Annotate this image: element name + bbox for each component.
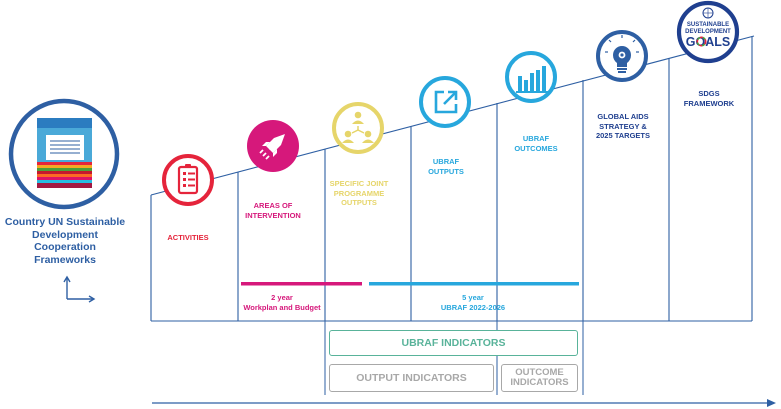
stage-label-ubraf-outputs: UBRAF OUTPUTS xyxy=(428,157,464,176)
sdg-line2: DEVELOPMENT xyxy=(685,29,731,35)
stage-label-areas: AREAS OF INTERVENTION xyxy=(245,201,301,220)
two-year-label-line1: 2 year xyxy=(271,293,293,302)
joint-circle xyxy=(332,102,384,154)
sdg-wheel-icon xyxy=(696,36,707,47)
two-year-label-line2: Workplan and Budget xyxy=(243,302,321,312)
outcome-indicators-line2: INDICATORS xyxy=(510,377,569,388)
five-year-label: 5 year UBRAF 2022-2026 xyxy=(423,293,523,312)
stage-label-sdgs: SDGS FRAMEWORK xyxy=(683,89,735,108)
corner-arrow-icon xyxy=(63,275,96,303)
sdg-line3: GOALS xyxy=(686,35,730,49)
output-indicators-box: OUTPUT INDICATORS xyxy=(329,364,494,392)
stage-label-activities: ACTIVITIES xyxy=(167,233,209,242)
timeline-arrow xyxy=(152,399,776,407)
two-year-label: 2 year Workplan and Budget xyxy=(232,293,332,312)
rocket-icon xyxy=(259,134,285,160)
stage-label-ubraf-outcomes: UBRAF OUTCOMES xyxy=(514,134,558,153)
people-network-icon xyxy=(342,111,374,143)
global-aids-circle xyxy=(596,30,648,82)
outcome-indicators-box: OUTCOME INDICATORS xyxy=(501,364,578,392)
five-year-label-line2: UBRAF 2022-2026 xyxy=(440,302,506,312)
sdg-line1: SUSTAINABLE xyxy=(687,22,729,28)
two-year-bar xyxy=(241,282,362,286)
lightbulb-gear-icon xyxy=(605,35,639,73)
cooperation-framework-title: Country UN Sustainable Development Coope… xyxy=(4,216,126,266)
ubraf-indicators-box: UBRAF INDICATORS xyxy=(329,330,578,356)
activities-circle xyxy=(162,154,214,206)
outcome-indicators-line1: OUTCOME xyxy=(515,366,564,378)
bar-chart-icon xyxy=(516,66,548,93)
cooperation-framework-circle xyxy=(8,98,120,210)
stage-label-joint: SPECIFIC JOINT PROGRAMME OUTPUTS xyxy=(329,179,389,207)
stage-label-global-aids: GLOBAL AIDS STRATEGY & 2025 TARGETS xyxy=(595,112,651,140)
un-emblem-icon xyxy=(702,7,714,19)
areas-circle xyxy=(247,120,299,172)
sdg-circle: SUSTAINABLE DEVELOPMENT GOALS xyxy=(676,0,740,64)
external-arrow-icon xyxy=(434,90,458,114)
framework-document-icon xyxy=(37,118,92,188)
ubraf-outcomes-circle xyxy=(505,51,557,103)
five-year-label-line1: 5 year xyxy=(462,293,484,302)
ubraf-outputs-circle xyxy=(419,76,471,128)
checklist-icon xyxy=(177,164,199,195)
five-year-bar xyxy=(369,282,579,286)
